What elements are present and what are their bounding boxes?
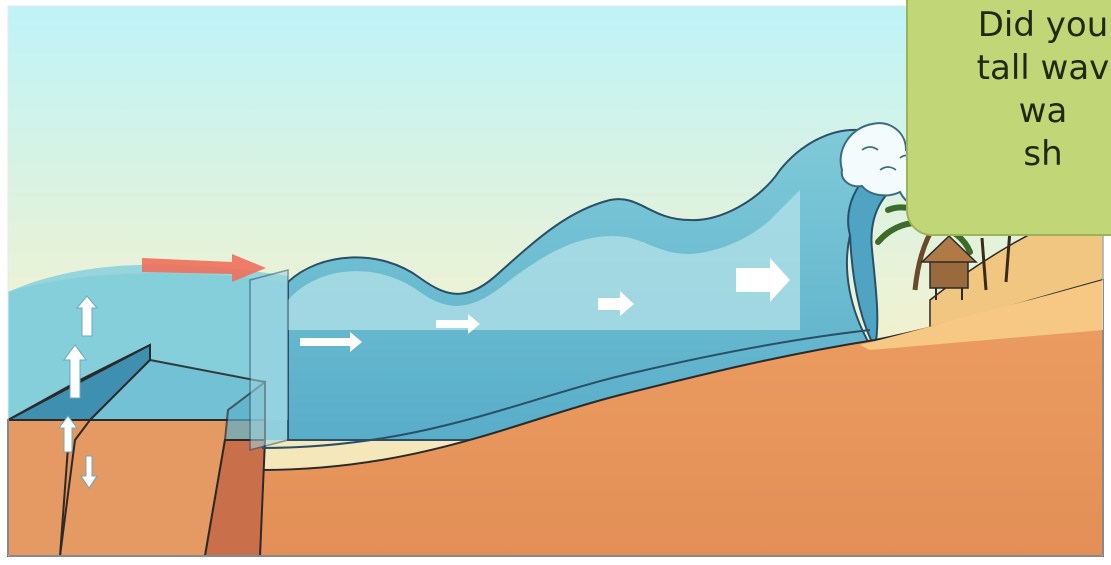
callout-line: Did you <box>906 4 1111 47</box>
water-column-edge <box>250 270 288 450</box>
callout-line: sh <box>906 133 1111 176</box>
callout-line: wa <box>906 90 1111 133</box>
callout-line: tall wav <box>906 47 1111 90</box>
